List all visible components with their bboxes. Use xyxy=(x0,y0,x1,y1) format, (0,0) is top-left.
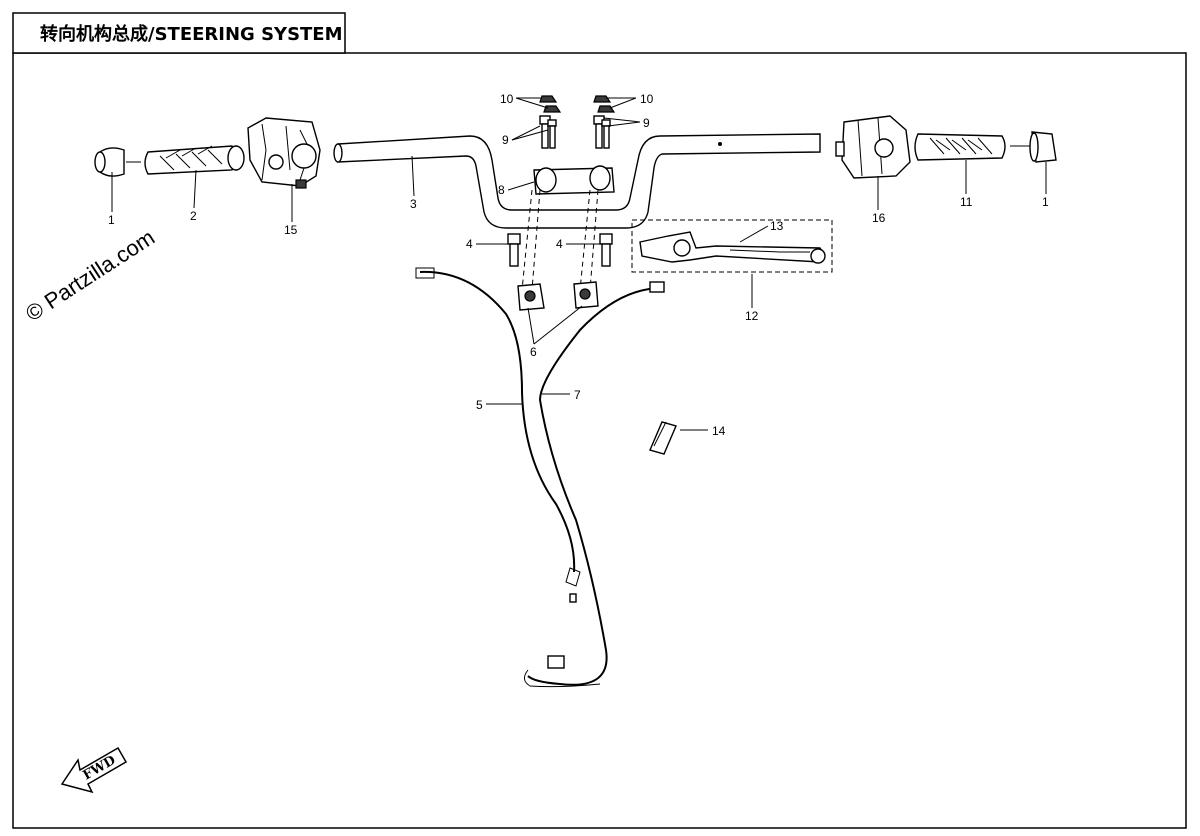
handlebar xyxy=(333,133,821,229)
callout-2: 2 xyxy=(190,209,197,223)
callout-16: 16 xyxy=(872,211,886,225)
watermark-text: © Partzilla.com xyxy=(21,224,159,326)
callout-10-right: 10 xyxy=(640,92,654,106)
riser-right xyxy=(573,281,599,309)
callout-12: 12 xyxy=(745,309,759,323)
callout-4-left: 4 xyxy=(466,237,473,251)
callout-14: 14 xyxy=(712,424,726,438)
bar-end-right xyxy=(1010,131,1057,163)
page-title: 转向机构总成/STEERING SYSTEM xyxy=(40,23,343,45)
leader-lines xyxy=(111,97,1047,431)
callout-4-right: 4 xyxy=(556,237,563,251)
cable-7 xyxy=(524,281,665,688)
bolt-9-left xyxy=(539,115,557,149)
fwd-arrow-icon: FWD xyxy=(60,746,128,794)
riser-left xyxy=(517,283,545,311)
clamp-upper xyxy=(533,165,615,195)
callout-11: 11 xyxy=(960,195,973,209)
callout-8: 8 xyxy=(498,183,505,197)
callout-9-right: 9 xyxy=(643,116,650,130)
bolt-14 xyxy=(649,421,677,455)
lever-assembly-box xyxy=(631,219,833,273)
title-box: 转向机构总成/STEERING SYSTEM xyxy=(12,12,346,54)
callout-labels: 1 2 15 3 10 10 9 9 8 4 4 6 5 7 13 12 14 … xyxy=(108,92,1049,438)
callout-3: 3 xyxy=(410,197,417,211)
drawing-frame xyxy=(12,52,1187,829)
bolt-4-right xyxy=(599,233,613,267)
callout-10-left: 10 xyxy=(500,92,514,106)
cable-5 xyxy=(415,267,581,603)
bar-end-left xyxy=(94,147,141,177)
bolt-4-left xyxy=(507,233,521,267)
assembly-guides xyxy=(521,189,599,291)
callout-7: 7 xyxy=(574,388,581,402)
callout-9-left: 9 xyxy=(502,133,509,147)
callout-13: 13 xyxy=(770,219,784,233)
grip-left xyxy=(144,145,245,175)
grip-right xyxy=(914,133,1006,161)
fwd-label: FWD xyxy=(81,753,119,784)
washer-10-left xyxy=(539,95,562,113)
callout-1-right: 1 xyxy=(1042,195,1049,209)
switch-housing-right xyxy=(835,115,911,179)
callout-6: 6 xyxy=(530,345,537,359)
bolt-9-right xyxy=(593,115,611,149)
callout-1-left: 1 xyxy=(108,213,115,227)
callout-5: 5 xyxy=(476,398,483,412)
callout-15: 15 xyxy=(284,223,298,237)
switch-housing-left xyxy=(247,117,321,189)
